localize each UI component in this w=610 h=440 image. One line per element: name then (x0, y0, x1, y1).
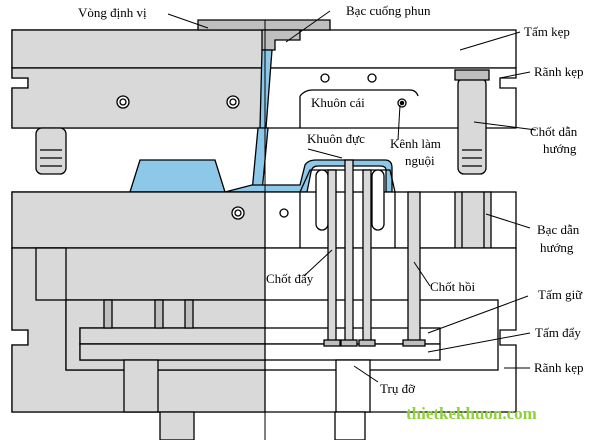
moving-half (11, 159, 517, 440)
label-ejector-pin: Chốt đẩy (266, 271, 314, 286)
fixed-half (11, 19, 517, 175)
label-guide-pin-2: hướng (543, 141, 577, 156)
locating-ring (197, 19, 331, 31)
label-cooling-channel-1: Kênh làm (390, 136, 441, 151)
label-clamp-plate: Tấm kẹp (524, 24, 570, 39)
label-guide-pin-1: Chốt dẫn (530, 124, 578, 139)
label-guide-bushing-1: Bạc dẫn (537, 222, 580, 237)
leader-lines (167, 10, 537, 383)
label-cavity: Khuôn cái (311, 95, 365, 110)
ejector-pin (327, 169, 337, 345)
label-ejector-plate: Tấm đẩy (535, 325, 581, 340)
label-guide-bushing-2: hướng (540, 240, 574, 255)
label-cooling-channel-2: nguội (405, 153, 435, 168)
label-core: Khuôn đực (307, 131, 365, 146)
callout-labels: Vòng định vị Bạc cuống phun Tấm kẹp Rãnh… (78, 3, 583, 423)
guide-pin (457, 77, 487, 175)
label-locating-ring: Vòng định vị (78, 5, 147, 20)
label-support-pillar: Trụ đỡ (380, 381, 416, 396)
watermark-text: thietkekhuon.com (406, 404, 537, 423)
label-retainer-plate: Tấm giữ (538, 287, 583, 302)
label-clamp-slot-bottom: Rãnh kẹp (534, 360, 583, 375)
guide-bushing (454, 191, 492, 249)
label-clamp-slot-top: Rãnh kẹp (534, 64, 583, 79)
support-pillar (335, 359, 371, 413)
label-sprue-bushing: Bạc cuống phun (346, 3, 431, 18)
label-return-pin: Chốt hồi (430, 279, 476, 294)
